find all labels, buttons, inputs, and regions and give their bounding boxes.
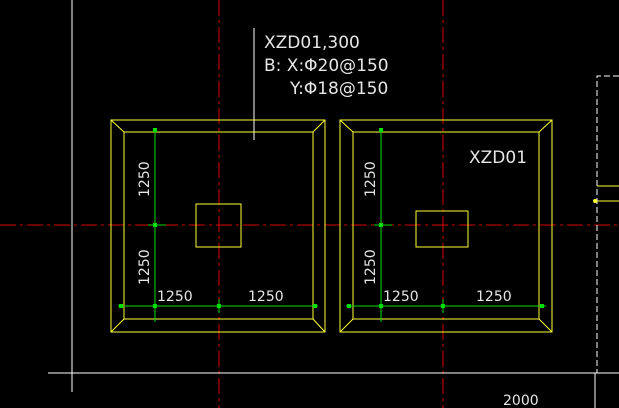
annotation-line3: Y:Φ18@150 [289,79,388,99]
dim-right-bottom-left: 1250 [383,289,419,305]
annotation-line1: XZD01,300 [264,33,360,53]
column-right [415,210,469,248]
dimension-ticks [119,128,544,308]
dim-left-bottom-right: 1250 [248,289,284,305]
dim-bottom-span: 2000 [503,393,539,408]
edge-marks [593,185,619,203]
annotation-line2: B: X:Φ20@150 [264,56,389,76]
column-left [195,203,242,248]
dim-left-upper-vertical: 1250 [137,161,153,197]
dim-right-upper-vertical: 1250 [363,161,379,197]
dim-right-bottom-right: 1250 [476,289,512,305]
footing-left[interactable] [110,119,326,333]
footing-left-inner [123,131,314,320]
dim-left-lower-vertical: 1250 [137,249,153,285]
footing-left-outer [110,119,326,333]
dim-left-bottom-left: 1250 [157,289,193,305]
section-mark [596,75,619,373]
dim-right-lower-vertical: 1250 [363,249,379,285]
footing-right-outer [339,119,553,333]
footing-right-label: XZD01 [469,148,527,168]
drawing-border [48,0,619,408]
footing-right-inner [352,131,540,320]
footing-right[interactable] [339,119,553,333]
